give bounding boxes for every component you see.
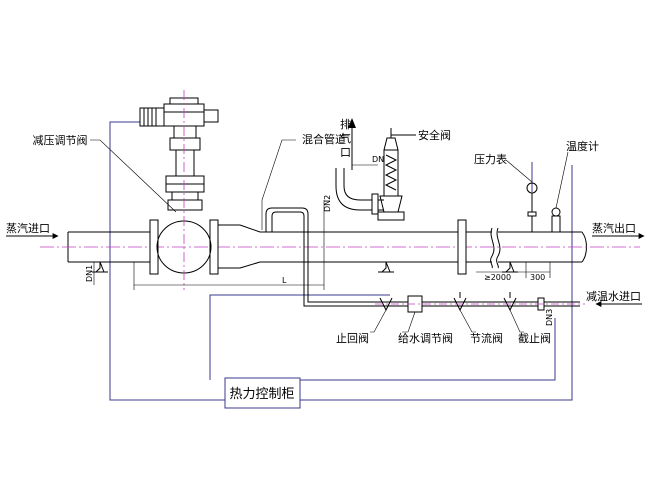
dim-dn2: DN2 (323, 195, 332, 212)
control-cabinet-box (224, 377, 301, 409)
label-pressure-valve: 减压调节阀 (33, 133, 88, 147)
label-steam-inlet: 蒸汽进口 (6, 221, 50, 235)
flange-mid (457, 219, 467, 275)
label-feed-water-valve: 给水调节阀 (398, 331, 453, 345)
dim-dn1: DN1 (85, 265, 94, 282)
dim-length-l: L (282, 276, 287, 285)
pressure-gauge (505, 159, 538, 232)
label-mixing-pipe: 混合管道 (302, 132, 346, 146)
dim-dn3: DN3 (545, 309, 554, 326)
label-safety-valve: 安全阀 (418, 128, 451, 142)
water-injection-line (303, 261, 585, 333)
label-thermometer: 温度计 (566, 139, 599, 153)
label-stop-valve: 截止阀 (518, 331, 551, 345)
thermometer (551, 151, 569, 233)
label-throttle-valve: 节流阀 (470, 331, 503, 345)
dim-dn-exhaust: DN (372, 155, 384, 164)
mixing-nozzle (261, 139, 309, 300)
label-pressure-gauge: 压力表 (474, 152, 507, 166)
dimension-lines (93, 200, 551, 290)
safety-valve-assembly (335, 118, 416, 273)
label-exhaust-2: 气 (340, 131, 351, 145)
label-control-cabinet: 热力控制柜 (229, 387, 294, 402)
dim-2000: ≥2000 (484, 273, 511, 282)
label-exhaust-3: 口 (340, 146, 351, 159)
dim-300: 300 (530, 273, 545, 282)
label-water-inlet: 减温水进口 (586, 290, 641, 303)
prv-leader (90, 139, 177, 213)
label-check-valve: 止回阀 (336, 331, 369, 345)
flange-inlet (149, 219, 159, 275)
flange-valve-out (209, 219, 219, 275)
pressure-reducing-valve (92, 90, 219, 290)
label-steam-outlet: 蒸汽出口 (592, 221, 636, 235)
main-steam-pipe (40, 224, 640, 269)
label-exhaust-1: 排 (340, 117, 351, 131)
